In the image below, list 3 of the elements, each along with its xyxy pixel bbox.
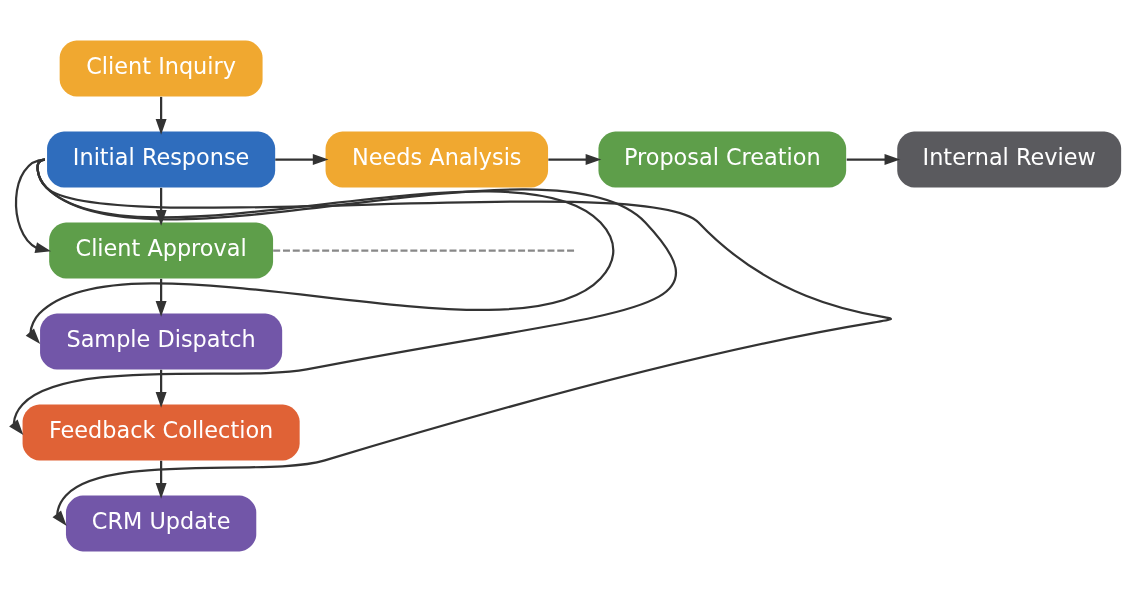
node-box: Client Inquiry (59, 40, 263, 97)
arrow (155, 96, 167, 135)
node-box: Internal Review (897, 131, 1122, 188)
